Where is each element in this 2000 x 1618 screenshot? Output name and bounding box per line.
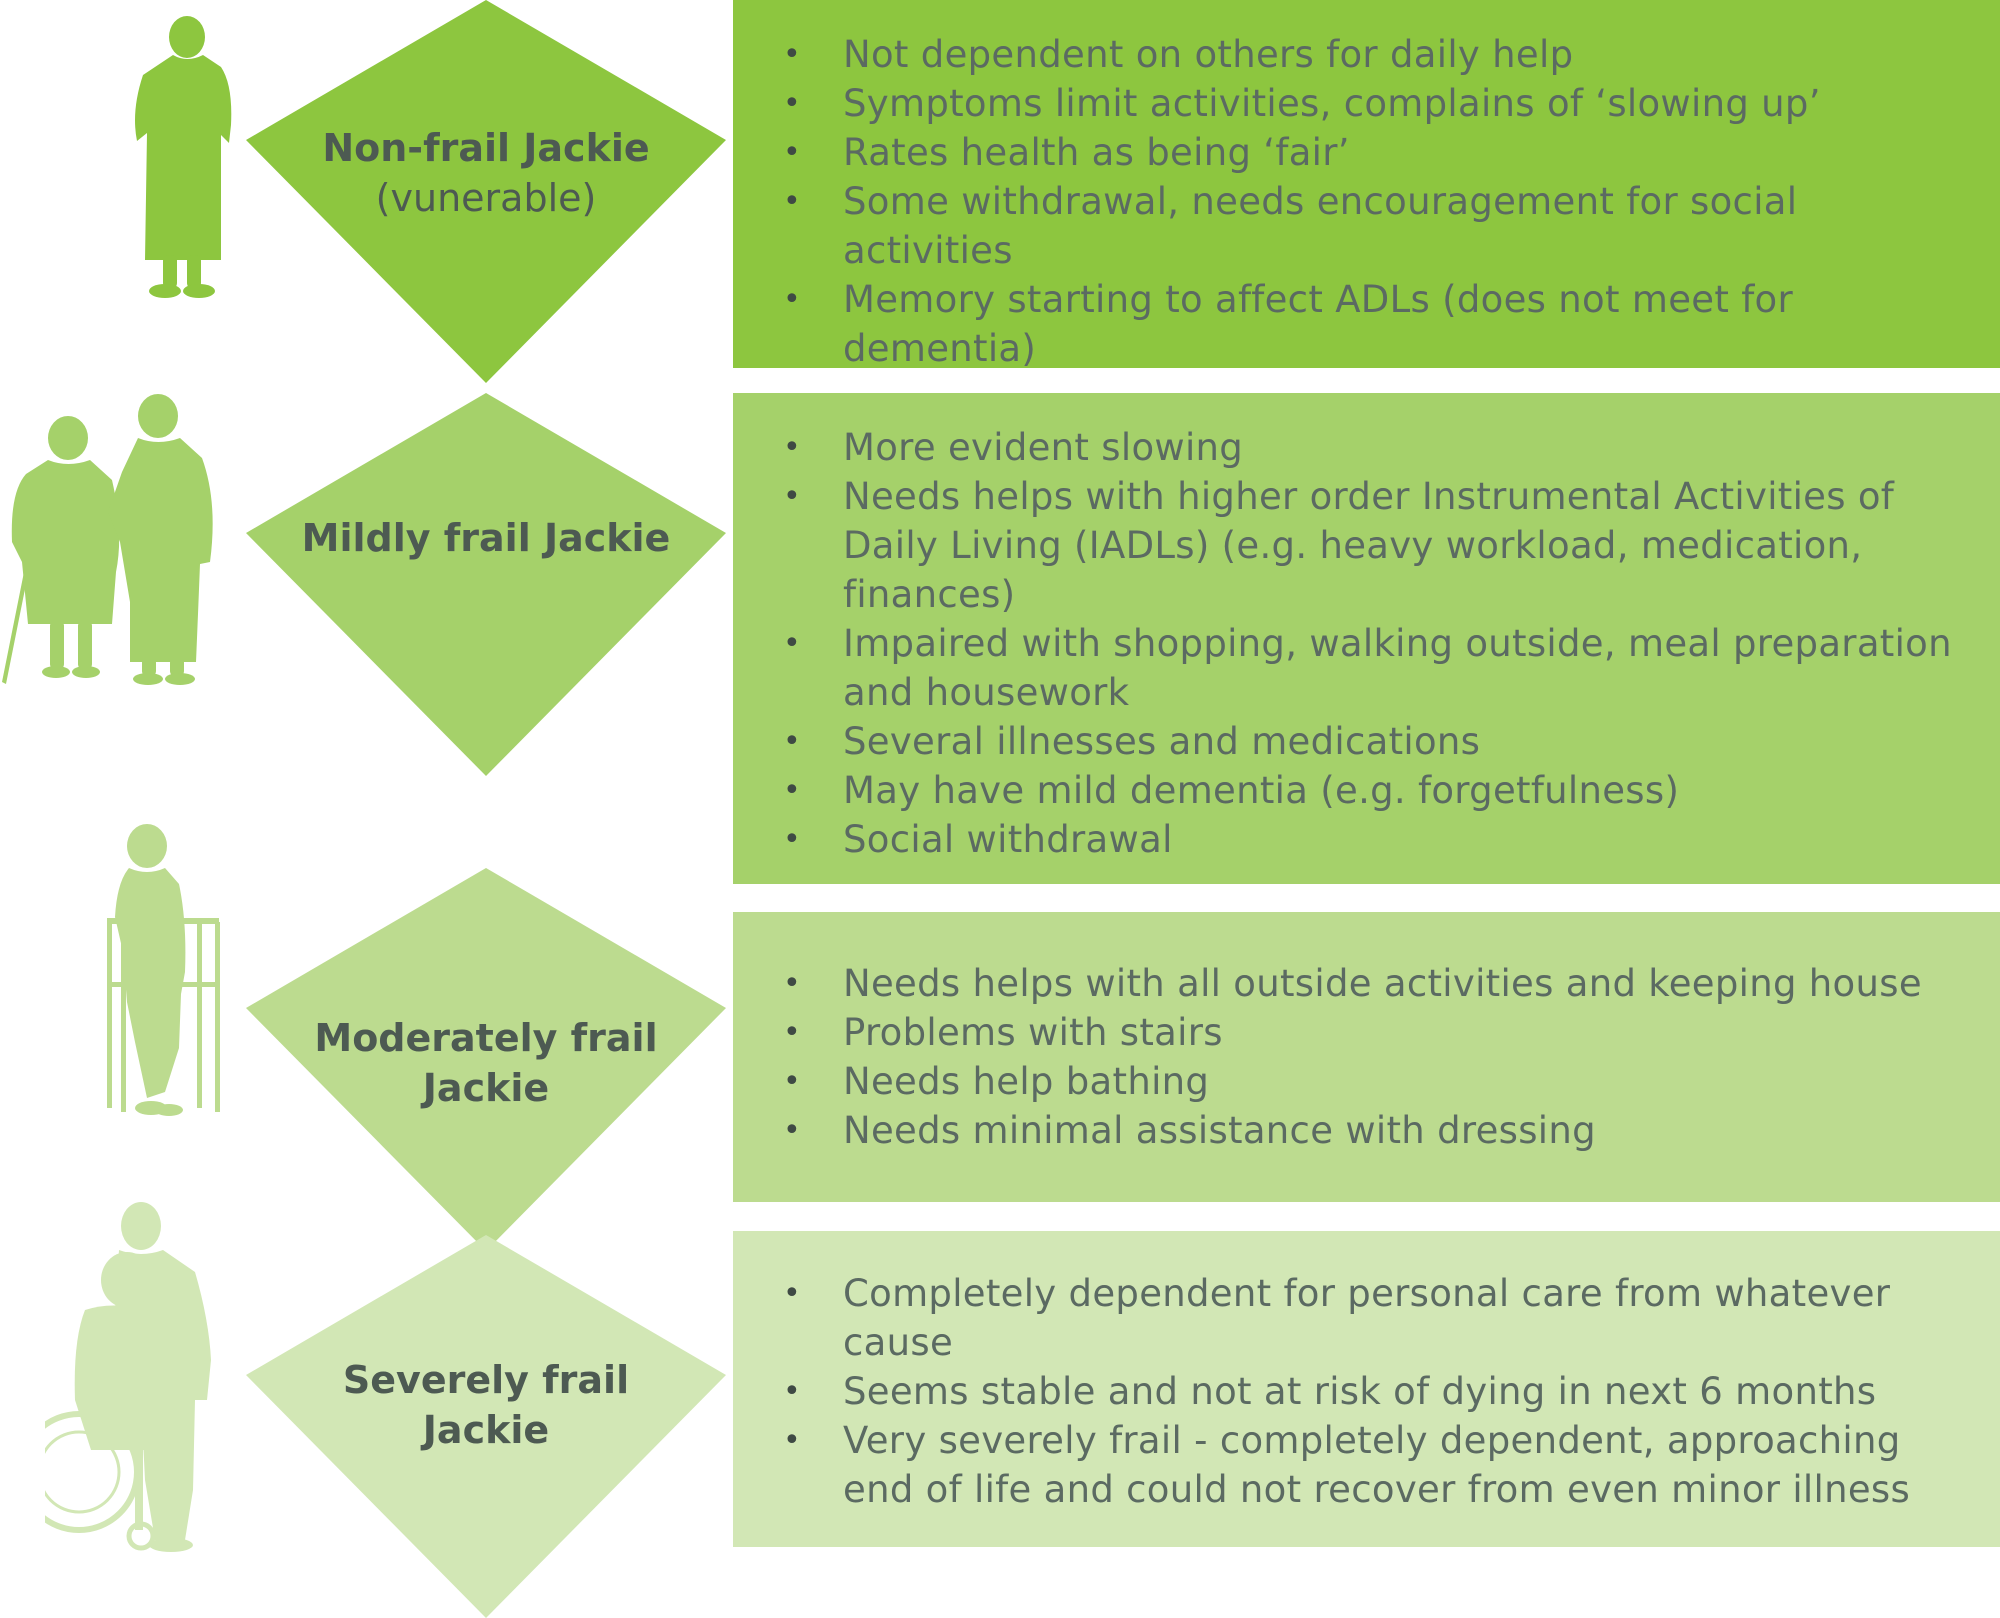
stage-label: Severely frail Jackie [286,1355,686,1455]
list-item: Memory starting to affect ADLs (does not… [783,275,1970,373]
list-item: Several illnesses and medications [783,717,1970,766]
list-item: Needs helps with higher order Instrument… [783,472,1970,619]
list-item: Needs help bathing [783,1057,1970,1106]
stage-title: Non-frail Jackie [322,126,650,170]
diamond-shape [246,0,726,383]
stage-diamond: Non-frail Jackie (vunerable) [246,0,726,383]
stage-label: Moderately frail Jackie [286,1013,686,1113]
elderly-woman-walker-icon [107,824,220,1116]
diamond-shape [246,1235,726,1618]
stage-subtitle: (vunerable) [375,176,597,220]
stage-description-box: Completely dependent for personal care f… [733,1231,2000,1547]
stage-description-box: Needs helps with all outside activities … [733,912,2000,1202]
diamond-shape [246,393,726,776]
diamond-shape [246,868,726,1251]
list-item: Rates health as being ‘fair’ [783,128,1970,177]
bullet-list: Completely dependent for personal care f… [783,1269,1970,1514]
list-item: Problems with stairs [783,1008,1970,1057]
stage-title: Severely frail Jackie [342,1358,630,1452]
stage-description-box: More evident slowing Needs helps with hi… [733,393,2000,884]
list-item: Social withdrawal [783,815,1970,864]
stage-description-box: Not dependent on others for daily help S… [733,0,2000,370]
elderly-woman-standing-icon [135,16,232,298]
stage-title: Mildly frail Jackie [301,516,671,560]
list-item: Seems stable and not at risk of dying in… [783,1367,1970,1416]
stage-label: Non-frail Jackie (vunerable) [286,123,686,223]
bullet-list: Not dependent on others for daily help S… [783,30,1970,373]
elderly-couple-walking-cane-icon [2,394,213,685]
list-item: Not dependent on others for daily help [783,30,1970,79]
bullet-list: Needs helps with all outside activities … [783,959,1970,1155]
bullet-list: More evident slowing Needs helps with hi… [783,423,1970,864]
caregiver-wheelchair-icon [45,1202,211,1552]
list-item: Completely dependent for personal care f… [783,1269,1970,1367]
stage-title: Moderately frail Jackie [314,1016,658,1110]
list-item: May have mild dementia (e.g. forgetfulne… [783,766,1970,815]
list-item: Some withdrawal, needs encouragement for… [783,177,1970,275]
stage-diamond: Moderately frail Jackie [246,868,726,1251]
list-item: Needs helps with all outside activities … [783,959,1970,1008]
stage-diamond: Severely frail Jackie [246,1235,726,1618]
stage-diamond: Mildly frail Jackie [246,393,726,776]
stage-label: Mildly frail Jackie [286,513,686,563]
list-item: Symptoms limit activities, complains of … [783,79,1970,128]
list-item: Impaired with shopping, walking outside,… [783,619,1970,717]
list-item: More evident slowing [783,423,1970,472]
list-item: Needs minimal assistance with dressing [783,1106,1970,1155]
list-item: Very severely frail - completely depende… [783,1416,1970,1514]
